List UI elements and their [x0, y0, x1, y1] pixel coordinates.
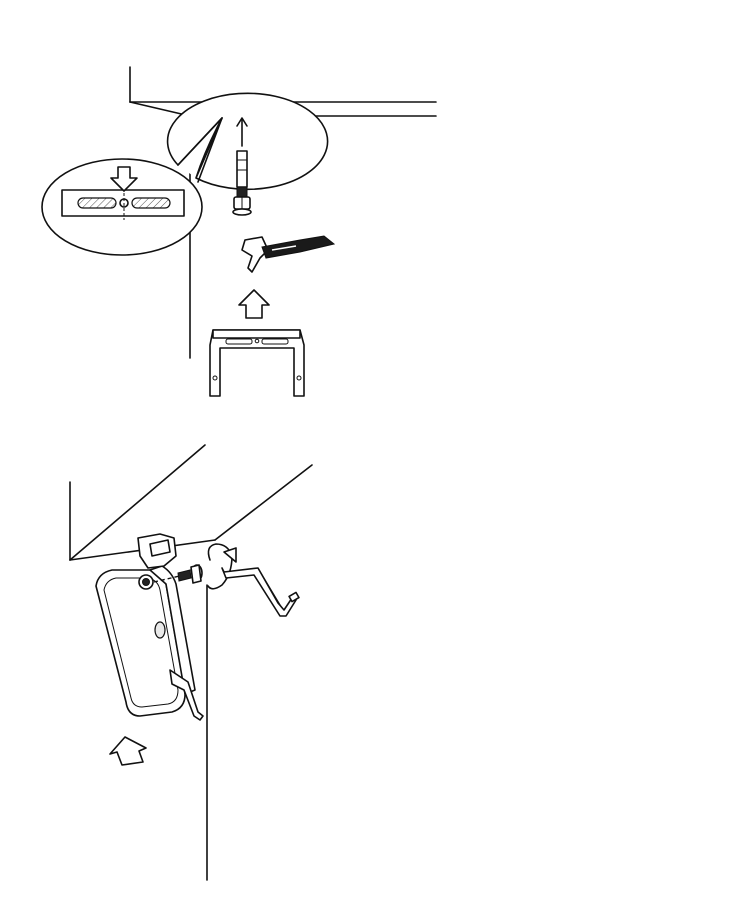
- step-2-speaker-attach: [70, 445, 312, 880]
- speaker-cabinet: [96, 566, 203, 720]
- step-1-ceiling-bracket-install: [42, 67, 436, 396]
- hex-key-icon: [222, 568, 299, 616]
- bracket-slot-plate: [62, 188, 184, 220]
- u-bracket: [210, 330, 304, 396]
- rotate-arrow-icon: [208, 544, 236, 589]
- up-arrow-icon: [110, 737, 146, 765]
- up-arrow-icon: [239, 290, 269, 318]
- hammer-icon: [242, 236, 334, 272]
- magnifier-callout: [42, 93, 328, 255]
- room-corner: [70, 445, 312, 880]
